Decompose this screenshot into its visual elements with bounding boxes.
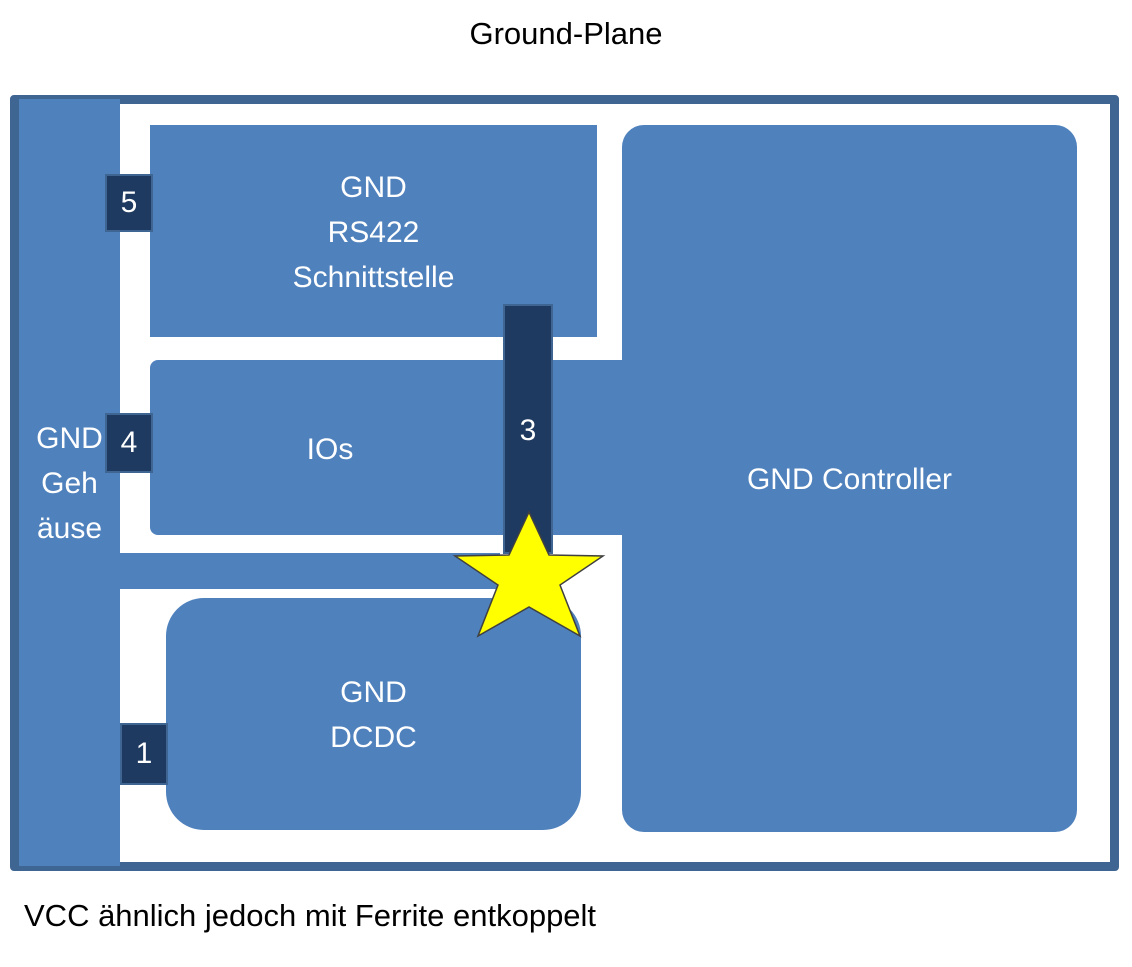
footer-note: VCC ähnlich jedoch mit Ferrite entkoppel… xyxy=(24,898,597,933)
ios-zone: IOs xyxy=(150,360,510,535)
controller-label: GND Controller xyxy=(746,463,953,496)
pad-3: 3 xyxy=(503,304,553,554)
pad-5: 5 xyxy=(105,174,153,232)
star-icon xyxy=(452,510,606,638)
rs422-label-line-2: RS422 xyxy=(327,216,420,249)
ios-label: IOs xyxy=(306,433,354,466)
gnd-gehaeuse-zone: GND Geh äuse xyxy=(19,99,120,866)
pad-1: 1 xyxy=(120,723,168,785)
gnd-controller-zone: GND Controller xyxy=(622,125,1077,832)
dcdc-label-line-2: DCDC xyxy=(330,721,417,754)
gehaeuse-connector-strip xyxy=(119,553,500,589)
rs422-label-line-1: GND xyxy=(340,171,407,204)
gehaeuse-label-line-3: äuse xyxy=(36,512,103,545)
gnd-dcdc-zone: GND DCDC xyxy=(166,598,581,830)
pad-4: 4 xyxy=(105,413,153,473)
gehaeuse-label-line-2: Geh xyxy=(41,467,98,500)
controller-neck xyxy=(548,360,628,535)
rs422-label-line-3: Schnittstelle xyxy=(292,261,455,294)
diagram-title: Ground-Plane xyxy=(469,16,663,51)
gehaeuse-label-line-1: GND xyxy=(36,422,103,455)
dcdc-label-line-1: GND xyxy=(340,676,407,709)
gnd-rs422-zone: GND RS422 Schnittstelle xyxy=(150,125,597,337)
